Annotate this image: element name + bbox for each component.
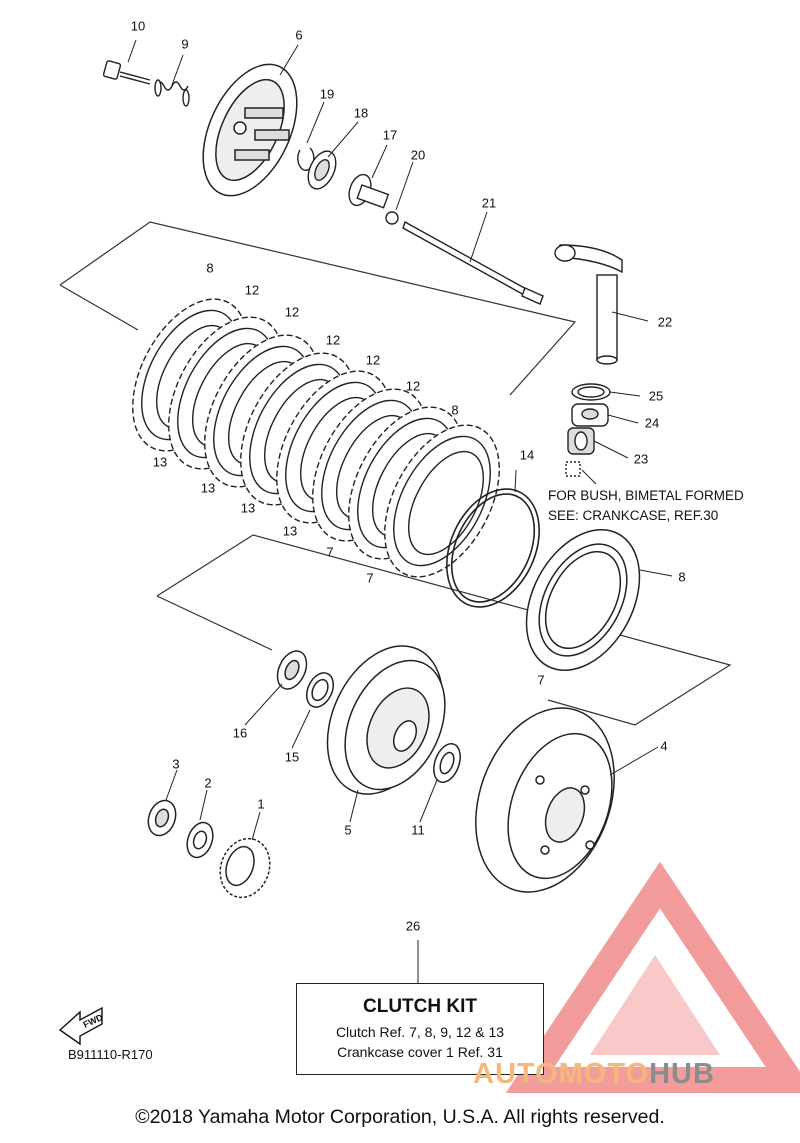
friction-plate-right [525, 528, 641, 672]
callout-c22: 22 [657, 314, 673, 330]
callout-c19: 19 [319, 86, 335, 102]
callout-c13c: 13 [240, 500, 256, 516]
callout-c23: 23 [633, 451, 649, 467]
clutch-plate [384, 424, 500, 578]
kit-line-1: Clutch Ref. 7, 8, 9, 12 & 13 [335, 1024, 505, 1040]
kit-title: CLUTCH KIT [363, 996, 477, 1017]
callout-c9: 9 [181, 36, 189, 52]
clutch-housing [475, 707, 615, 893]
clutch-boss [326, 645, 446, 795]
callout-c7a: 7 [326, 544, 334, 560]
leader-lines [127, 39, 673, 1003]
callout-c16: 16 [232, 725, 248, 741]
note-line-2: SEE: CRANKCASE, REF.30 [548, 508, 719, 523]
nut-washer-gear [147, 799, 271, 899]
callout-c8b: 8 [451, 402, 459, 418]
clutch-plate-stack [132, 298, 500, 578]
callout-c15: 15 [284, 749, 300, 765]
callout-c14: 14 [519, 447, 535, 463]
group-outline-bottom [156, 534, 732, 726]
seal-bearing-bush [565, 383, 611, 477]
callout-c5: 5 [344, 822, 352, 838]
push-lever-shaft [554, 244, 623, 365]
push-rod [402, 220, 544, 305]
callout-c13d: 13 [282, 523, 298, 539]
callout-c12a: 12 [244, 282, 260, 298]
callout-c6: 6 [295, 27, 303, 43]
callout-c12e: 12 [405, 378, 421, 394]
boss-washer [433, 743, 461, 783]
callout-c26: 26 [405, 918, 421, 934]
callout-c4: 4 [660, 738, 668, 754]
callout-c8a: 8 [206, 260, 214, 276]
callout-c25: 25 [648, 388, 664, 404]
pressure-plate [202, 63, 298, 197]
callout-c12c: 12 [325, 332, 341, 348]
callout-c20: 20 [410, 147, 426, 163]
callout-c2: 2 [204, 775, 212, 791]
diagram-code: B911110-R170 [68, 1047, 153, 1062]
callout-c1: 1 [257, 796, 265, 812]
callout-c3: 3 [172, 756, 180, 772]
callout-c12b: 12 [284, 304, 300, 320]
callout-c21: 21 [481, 195, 497, 211]
bearing-assembly [297, 147, 399, 225]
clutch-kit-box: CLUTCH KIT Clutch Ref. 7, 8, 9, 12 & 13 … [296, 983, 544, 1075]
thrust-washers [276, 650, 335, 708]
watermark-logo [505, 861, 800, 1093]
callout-c17: 17 [382, 127, 398, 143]
watermark-text-part1: AUTOMOTO [473, 1058, 650, 1090]
callout-c7b: 7 [366, 570, 374, 586]
group-outline-top [59, 221, 577, 396]
callout-c18: 18 [353, 105, 369, 121]
callout-c12d: 12 [365, 352, 381, 368]
wire-ring [445, 488, 541, 608]
fwd-arrow-icon: FWD [58, 1006, 105, 1046]
callout-c7c: 7 [537, 672, 545, 688]
callout-c11: 11 [411, 822, 425, 838]
kit-line-2: Crankcase cover 1 Ref. 31 [337, 1044, 503, 1060]
callout-c24: 24 [644, 415, 660, 431]
watermark-text: AUTOMOTOHUB [473, 1058, 715, 1091]
callout-c13a: 13 [152, 454, 168, 470]
callout-c13b: 13 [200, 480, 216, 496]
watermark-text-part2: HUB [649, 1058, 715, 1090]
callout-c10: 10 [130, 18, 146, 34]
callout-c8c: 8 [678, 569, 686, 585]
bolt-and-spring [102, 60, 190, 107]
copyright-notice: ©2018 Yamaha Motor Corporation, U.S.A. A… [135, 1106, 665, 1128]
note-line-1: FOR BUSH, BIMETAL FORMED [548, 488, 744, 503]
